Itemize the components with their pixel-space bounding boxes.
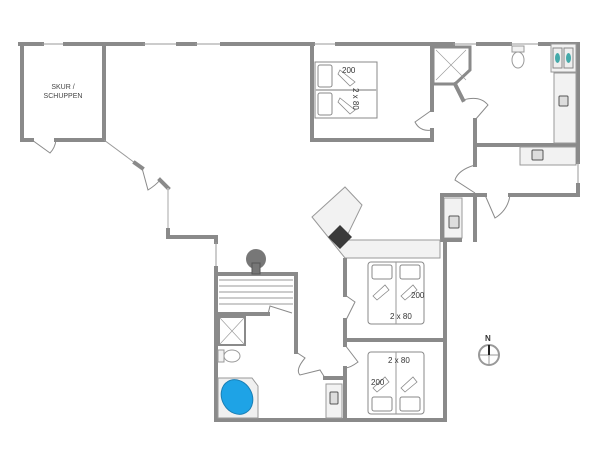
bed-icon	[367, 351, 425, 415]
bed1-length: 200	[342, 66, 356, 75]
bed2-width: 2 x 80	[390, 312, 412, 321]
shed-label-line1: SKUR /	[51, 84, 75, 91]
utility-room	[440, 143, 580, 219]
bathroom-lower	[218, 316, 347, 419]
bedroom-1	[310, 42, 434, 142]
bedroom-2	[343, 238, 447, 422]
bed-icon	[367, 261, 425, 325]
kitchen-counter	[311, 186, 441, 259]
sauna-heater-icon	[246, 249, 266, 275]
bedroom-3	[343, 338, 425, 422]
shower-icon	[431, 45, 472, 103]
shed-label-line2: SCHUPPEN	[43, 93, 83, 100]
toilet-icon	[217, 349, 241, 363]
entrance-wall	[103, 139, 218, 422]
shed-room	[20, 42, 106, 154]
bed1-width: 2 x 80	[351, 88, 360, 110]
sink-icon	[558, 95, 569, 107]
bathtub-icon	[217, 377, 259, 419]
bed3-length: 200	[371, 378, 385, 387]
stove-icon	[328, 225, 352, 249]
toilet-icon	[511, 45, 525, 69]
washing-machine-icon	[552, 47, 574, 69]
small-bath	[440, 193, 477, 242]
bed-icon	[314, 61, 378, 119]
compass-north-label: N	[485, 334, 491, 343]
compass-icon	[478, 344, 500, 366]
shed-label: SKUR / SCHUPPEN	[38, 83, 88, 101]
bed3-width: 2 x 80	[388, 356, 410, 365]
bed2-length: 200	[411, 291, 425, 300]
